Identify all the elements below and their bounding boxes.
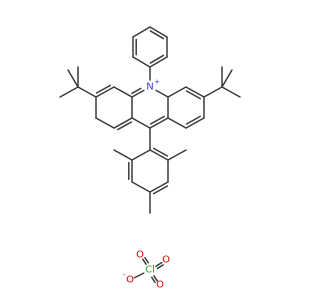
double-bond-c4-c3 bbox=[95, 84, 112, 94]
bond-m2-me2 bbox=[113, 149, 133, 161]
double-bond-ph4-ph5 bbox=[149, 30, 165, 40]
bond-n-c10a bbox=[155, 89, 169, 98]
bond-c9a-c9 bbox=[131, 117, 151, 129]
bond-c8-c8a bbox=[167, 117, 187, 129]
bond-m1-m2 bbox=[131, 149, 151, 161]
double-bond-c8a-c9 bbox=[149, 115, 166, 125]
oxygen-atom-label-top: O bbox=[136, 250, 144, 261]
bond-cl-o2 bbox=[155, 261, 163, 268]
double-bond-cl-o3 bbox=[150, 276, 156, 284]
bond-m6-me6 bbox=[167, 149, 187, 161]
bond-tl-tlb bbox=[59, 86, 79, 98]
bond-ph1-ph2 bbox=[132, 56, 151, 68]
double-bond-c5-c6 bbox=[185, 90, 202, 100]
chlorine-atom-label: Cl bbox=[145, 265, 155, 276]
oxygen-atom-label-right: O bbox=[162, 255, 170, 266]
bond-c4-c3 bbox=[95, 86, 115, 98]
bond-tr-trb bbox=[221, 86, 241, 98]
bond-c1-c9a bbox=[113, 117, 133, 129]
double-bond-c7-c8 bbox=[185, 115, 202, 125]
bond-c10a-c5 bbox=[167, 86, 187, 98]
bond-cl-o1 bbox=[142, 258, 147, 265]
double-bond-cl-o1 bbox=[144, 256, 150, 264]
bond-ph3-ph4 bbox=[132, 26, 151, 38]
oxygen-charge: - bbox=[123, 271, 126, 279]
bond-n-c4a bbox=[131, 89, 145, 98]
nitrogen-atom-label: N bbox=[146, 82, 153, 93]
bond-tr-trc bbox=[221, 69, 233, 88]
oxygen-atom-label-left: O bbox=[126, 275, 134, 286]
bond-c4a-c4 bbox=[113, 86, 133, 98]
bond-ph6-ph1 bbox=[149, 56, 168, 68]
bond-m6-m1 bbox=[149, 149, 169, 161]
bond-c7-c8 bbox=[185, 117, 205, 129]
double-bond-c1-c9a bbox=[116, 121, 133, 131]
bond-cl-o4 bbox=[133, 272, 145, 279]
bond-c5-c6 bbox=[185, 86, 205, 98]
double-bond-ph6-ph1 bbox=[149, 54, 165, 64]
bond-tl-tlc bbox=[67, 69, 79, 88]
bond-c2-c1 bbox=[95, 117, 115, 129]
bond-cl-o3 bbox=[153, 275, 158, 282]
double-bond-m4-m5 bbox=[152, 185, 169, 195]
nitrogen-charge: + bbox=[154, 78, 160, 86]
bond-m3-m4 bbox=[131, 181, 151, 193]
structure-canvas: N + Cl O O O O - bbox=[59, 26, 241, 291]
double-bond-m6-m1 bbox=[152, 147, 169, 157]
double-bond-cl-o2 bbox=[156, 264, 164, 270]
oxygen-atom-label-bottom: O bbox=[156, 280, 164, 291]
double-bond-n-c4a bbox=[131, 87, 142, 95]
bond-c6-tr bbox=[203, 86, 223, 98]
molecule-diagram: N + Cl O O O O - bbox=[59, 26, 241, 291]
bond-ph4-ph5 bbox=[149, 26, 168, 38]
bond-m4-m5 bbox=[149, 181, 169, 193]
atom-label-layer: N + Cl O O O O - bbox=[123, 78, 170, 291]
bond-c8a-c9 bbox=[149, 117, 169, 129]
bond-layer bbox=[59, 26, 241, 284]
bond-c3-tl bbox=[77, 86, 97, 98]
